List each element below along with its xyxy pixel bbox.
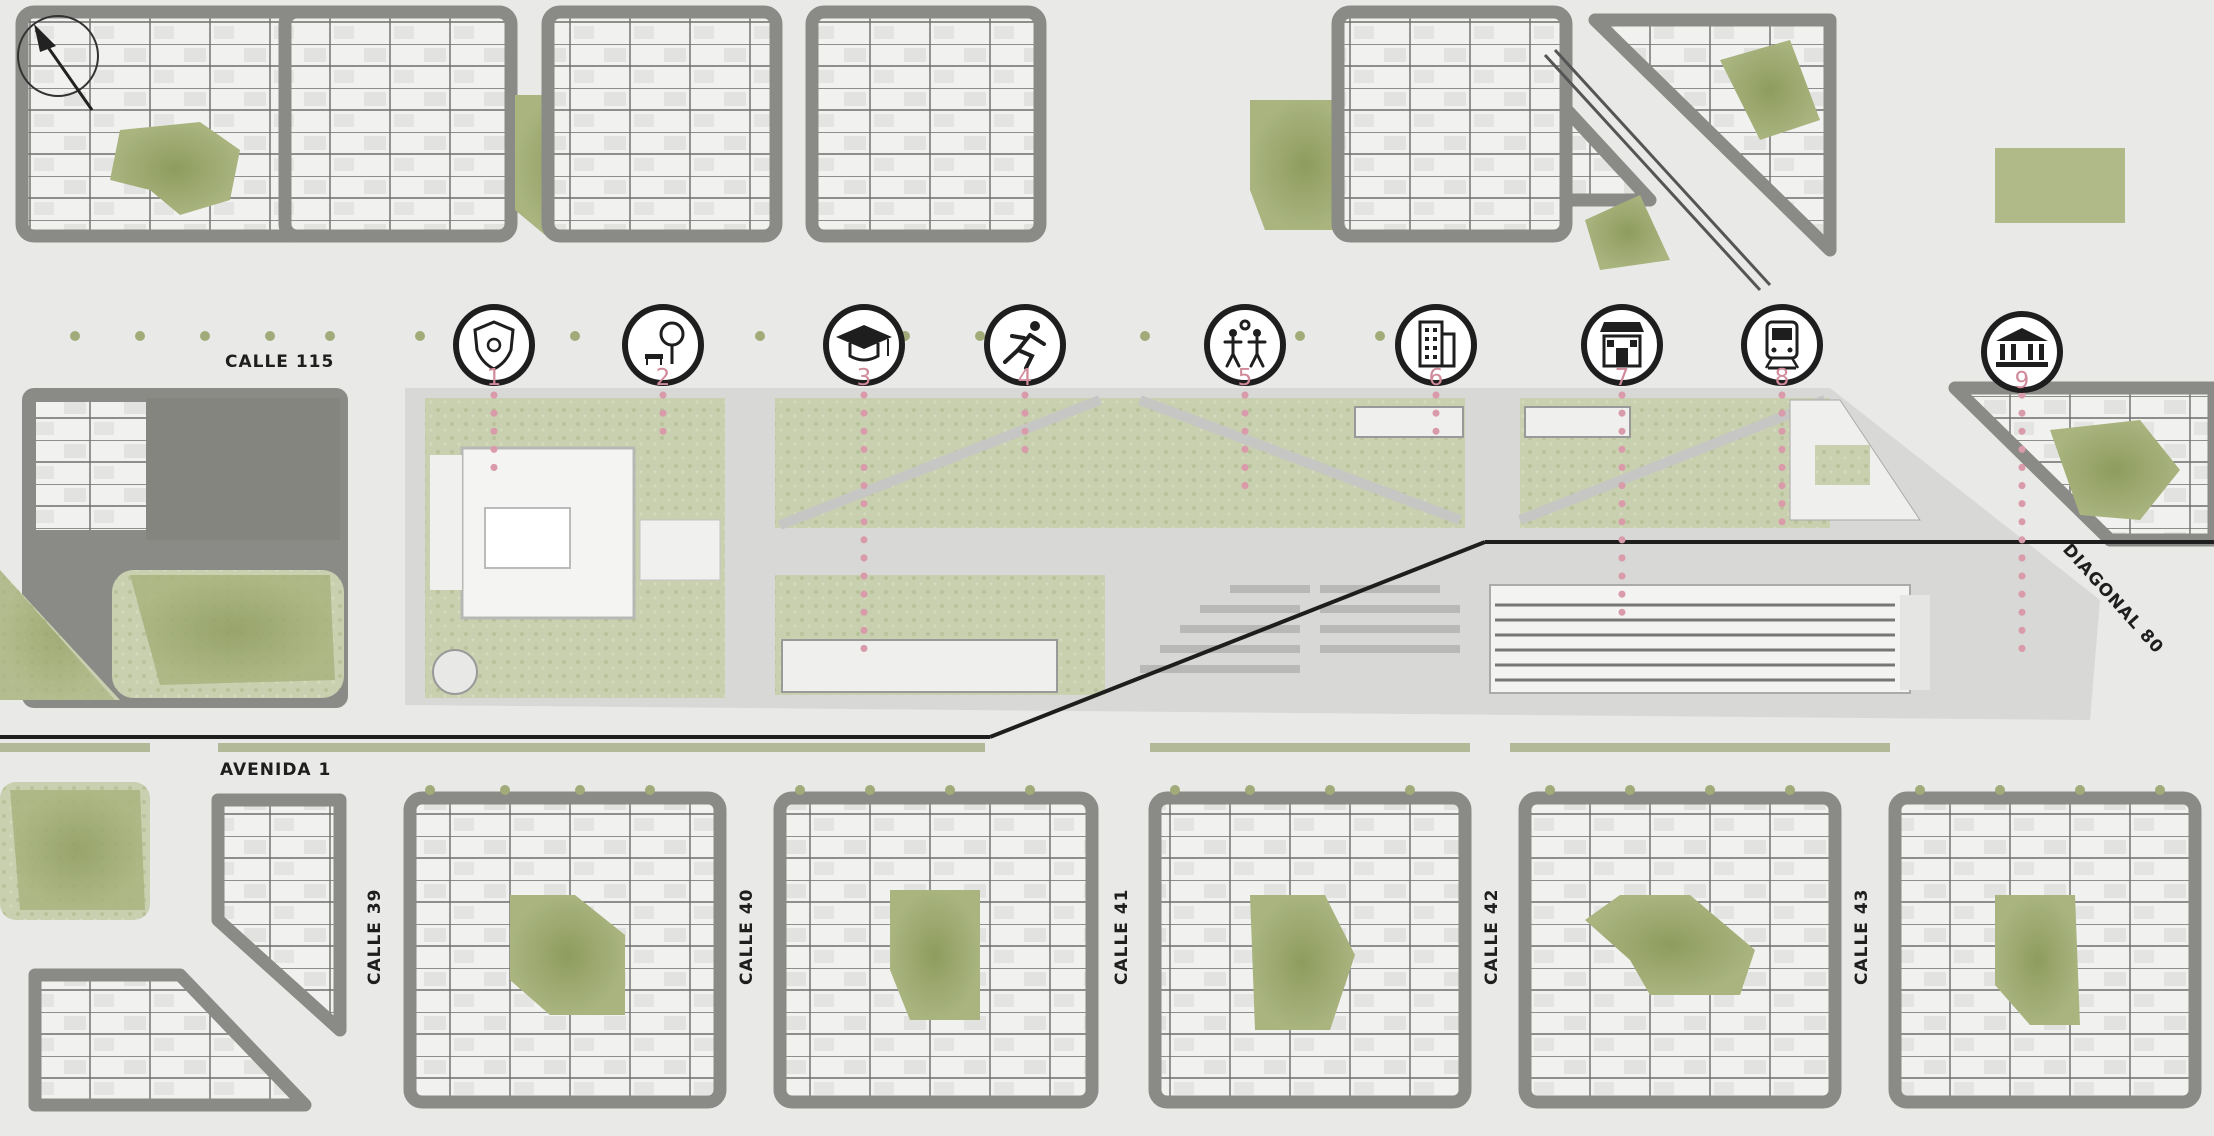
marker-number: 9	[2015, 368, 2030, 394]
marker-4[interactable]: 4	[984, 304, 1066, 391]
park-tree-bench-icon	[645, 321, 685, 365]
marker-9[interactable]: 9	[1981, 311, 2063, 394]
street-label-calle-41: CALLE 41	[1112, 889, 1132, 986]
street-label-calle-43: CALLE 43	[1852, 889, 1872, 986]
security-shield-icon	[473, 320, 515, 371]
top-blocks	[15, 5, 2125, 292]
train-station-icon	[1764, 320, 1800, 370]
marker-number: 5	[1238, 365, 1253, 391]
marker-6[interactable]: 6	[1395, 304, 1477, 391]
marker-3[interactable]: 3	[823, 304, 905, 391]
market-store-icon	[1600, 322, 1644, 368]
marker-7[interactable]: 7	[1581, 304, 1663, 391]
middle-left-blocks	[0, 388, 348, 708]
north-arrow-icon	[17, 15, 99, 111]
bottom-blocks	[0, 782, 2202, 1112]
street-label-calle-115: CALLE 115	[225, 352, 334, 372]
marker-dotted-lines	[490, 391, 2026, 669]
street-label-avenida-1: AVENIDA 1	[220, 760, 331, 780]
marker-number: 1	[487, 365, 502, 391]
marker-2[interactable]: 2	[622, 304, 704, 391]
marker-number: 4	[1018, 365, 1033, 391]
marker-number: 6	[1429, 365, 1444, 391]
education-graduation-cap-icon	[836, 325, 892, 362]
rail-line	[0, 540, 2214, 739]
marker-number: 7	[1615, 365, 1630, 391]
office-building-icon	[1418, 320, 1456, 368]
street-label-calle-39: CALLE 39	[365, 889, 385, 986]
museum-institution-icon	[1996, 328, 2048, 367]
marker-number: 8	[1775, 365, 1790, 391]
children-play-icon	[1223, 319, 1267, 368]
marker-number: 3	[857, 365, 872, 391]
street-label-calle-40: CALLE 40	[737, 889, 757, 986]
marker-number: 2	[656, 365, 671, 391]
marker-8[interactable]: 8	[1741, 304, 1823, 391]
central-park	[405, 381, 2214, 720]
sports-runner-icon	[1003, 321, 1046, 370]
marker-5[interactable]: 5	[1204, 304, 1286, 391]
street-label-calle-42: CALLE 42	[1482, 889, 1502, 986]
marker-1[interactable]: 1	[453, 304, 535, 391]
